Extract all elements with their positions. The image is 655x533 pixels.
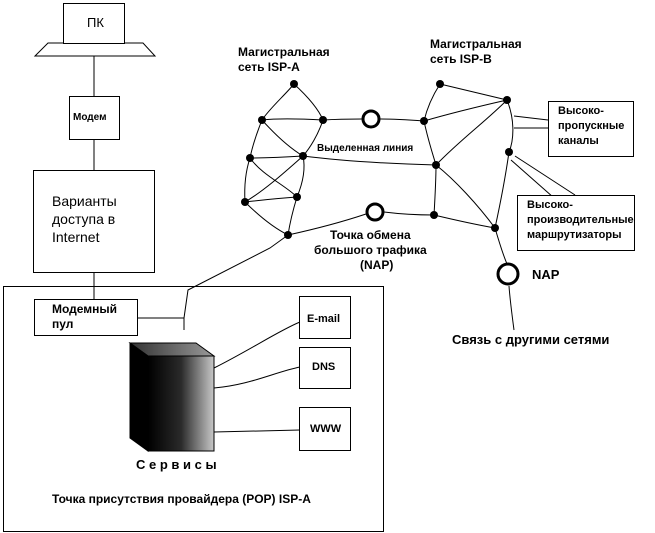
pc-box: ПК	[63, 3, 125, 44]
pc-label: ПК	[87, 15, 104, 30]
other-networks-label: Связь с другими сетями	[452, 332, 610, 347]
modem-box: Модем	[69, 96, 120, 140]
email-label: E-mail	[307, 313, 341, 325]
nap-label: NAP	[532, 267, 560, 282]
routers-line2: производительные	[527, 214, 634, 226]
high-bandwidth-line3: каналы	[558, 135, 599, 147]
modem-pool-box: Модемный пул	[34, 299, 138, 336]
server-block	[128, 342, 216, 452]
exchange-line3: (NAP)	[360, 258, 394, 272]
exchange-line1: Точка обмена	[330, 228, 411, 242]
modem-label: Модем	[73, 112, 107, 123]
access-line1: Варианты	[52, 193, 117, 209]
isp-a-line1: Магистральная	[238, 45, 330, 59]
high-bandwidth-callout: Высоко- пропускные каналы	[548, 101, 634, 157]
isp-b-line1: Магистральная	[430, 37, 522, 51]
high-bandwidth-line1: Высоко-	[558, 105, 604, 117]
pop-box	[3, 286, 384, 532]
dns-service-box: DNS	[299, 347, 351, 389]
www-service-box: WWW	[299, 407, 351, 451]
services-label: С е р в и с ы	[136, 457, 217, 472]
ring-isp-a	[361, 109, 381, 129]
leased-line-label: Выделенная линия	[317, 143, 414, 154]
router-nodes	[241, 80, 513, 239]
high-bandwidth-line2: пропускные	[558, 120, 625, 132]
modem-pool-line2: пул	[52, 317, 74, 331]
routers-line1: Высоко-	[527, 199, 573, 211]
www-label: WWW	[310, 423, 342, 435]
email-service-box: E-mail	[299, 296, 351, 339]
pop-title: Точка присутствия провайдера (POP) ISP-A	[52, 492, 311, 506]
exchange-line2: большого трафика	[314, 243, 427, 257]
routers-callout: Высоко- производительные маршрутизаторы	[517, 195, 635, 251]
dns-label: DNS	[312, 361, 336, 373]
isp-a-line2: сеть ISP-A	[238, 60, 300, 74]
isp-b-line2: сеть ISP-B	[430, 52, 492, 66]
modem-pool-line1: Модемный	[52, 302, 118, 316]
access-line3: Internet	[52, 229, 100, 245]
access-line2: доступа в	[52, 211, 116, 227]
access-options-box: Варианты доступа в Internet	[33, 170, 155, 273]
routers-line3: маршрутизаторы	[527, 229, 622, 241]
ring-nap	[496, 262, 520, 286]
ring-exchange	[365, 202, 385, 222]
laptop-keyboard	[33, 42, 157, 57]
